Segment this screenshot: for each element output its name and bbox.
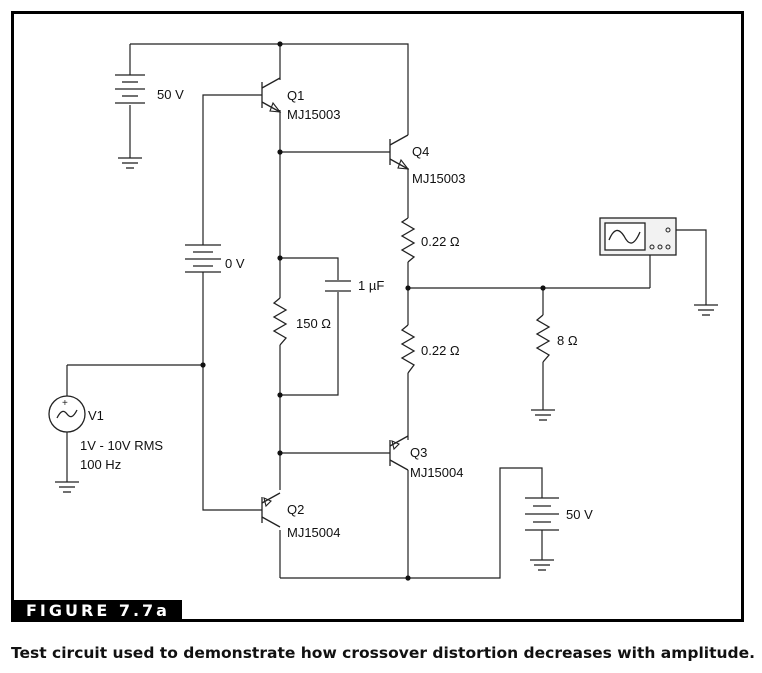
capacitor-symbol: [325, 280, 351, 292]
q3-part-label: MJ15004: [410, 465, 463, 480]
battery-bottom-symbol: [525, 497, 559, 531]
junction-dot: [277, 450, 283, 456]
battery-top-label: 50 V: [157, 87, 184, 102]
q1-part-label: MJ15003: [287, 107, 340, 122]
junctions: [200, 41, 546, 581]
resistor-r-bias: [272, 297, 288, 346]
r-bottom-label: 0.22 Ω: [421, 343, 460, 358]
r-bias-label: 150 Ω: [296, 316, 331, 331]
transistor-q2: [261, 492, 281, 528]
v1-frequency-label: 100 Hz: [80, 457, 121, 472]
r-load-label: 8 Ω: [557, 333, 578, 348]
resistor-r-bottom: [400, 324, 416, 374]
ground-battery-bottom: [530, 559, 554, 571]
figure-frame: [11, 11, 744, 622]
junction-dot: [277, 41, 283, 47]
figure-label: FIGURE 7.7a: [14, 600, 182, 622]
wires: [66, 43, 707, 579]
r-top-label: 0.22 Ω: [421, 234, 460, 249]
battery-top-symbol: [115, 74, 145, 104]
ac-source-v1: +: [48, 395, 86, 433]
capacitor-label: 1 µF: [358, 278, 384, 293]
junction-dot: [277, 255, 283, 261]
transistor-q1: [261, 77, 282, 113]
transistor-q4: [389, 134, 410, 170]
figure-caption: Test circuit used to demonstrate how cro…: [11, 644, 756, 662]
resistor-r-top: [400, 217, 416, 263]
ground-scope: [694, 304, 718, 316]
junction-dot: [405, 575, 411, 581]
ground-load: [531, 409, 555, 421]
oscilloscope-icon: [599, 217, 677, 256]
v1-amplitude-label: 1V - 10V RMS: [80, 438, 163, 453]
ground-battery-top: [118, 157, 142, 169]
junction-dot: [405, 285, 411, 291]
junction-dot: [277, 392, 283, 398]
junction-dot: [200, 362, 206, 368]
q1-name-label: Q1: [287, 88, 304, 103]
q2-name-label: Q2: [287, 502, 304, 517]
v1-name-label: V1: [88, 408, 104, 423]
q4-name-label: Q4: [412, 144, 429, 159]
battery-mid-symbol: [185, 244, 221, 273]
resistor-r-load: [535, 314, 551, 363]
battery-mid-label: 0 V: [225, 256, 245, 271]
q2-part-label: MJ15004: [287, 525, 340, 540]
junction-dot: [277, 149, 283, 155]
svg-text:+: +: [62, 398, 68, 409]
q3-name-label: Q3: [410, 445, 427, 460]
ground-v1: [55, 481, 79, 493]
junction-dot: [540, 285, 546, 291]
battery-bottom-label: 50 V: [566, 507, 593, 522]
q4-part-label: MJ15003: [412, 171, 465, 186]
transistor-q3: [389, 435, 409, 471]
